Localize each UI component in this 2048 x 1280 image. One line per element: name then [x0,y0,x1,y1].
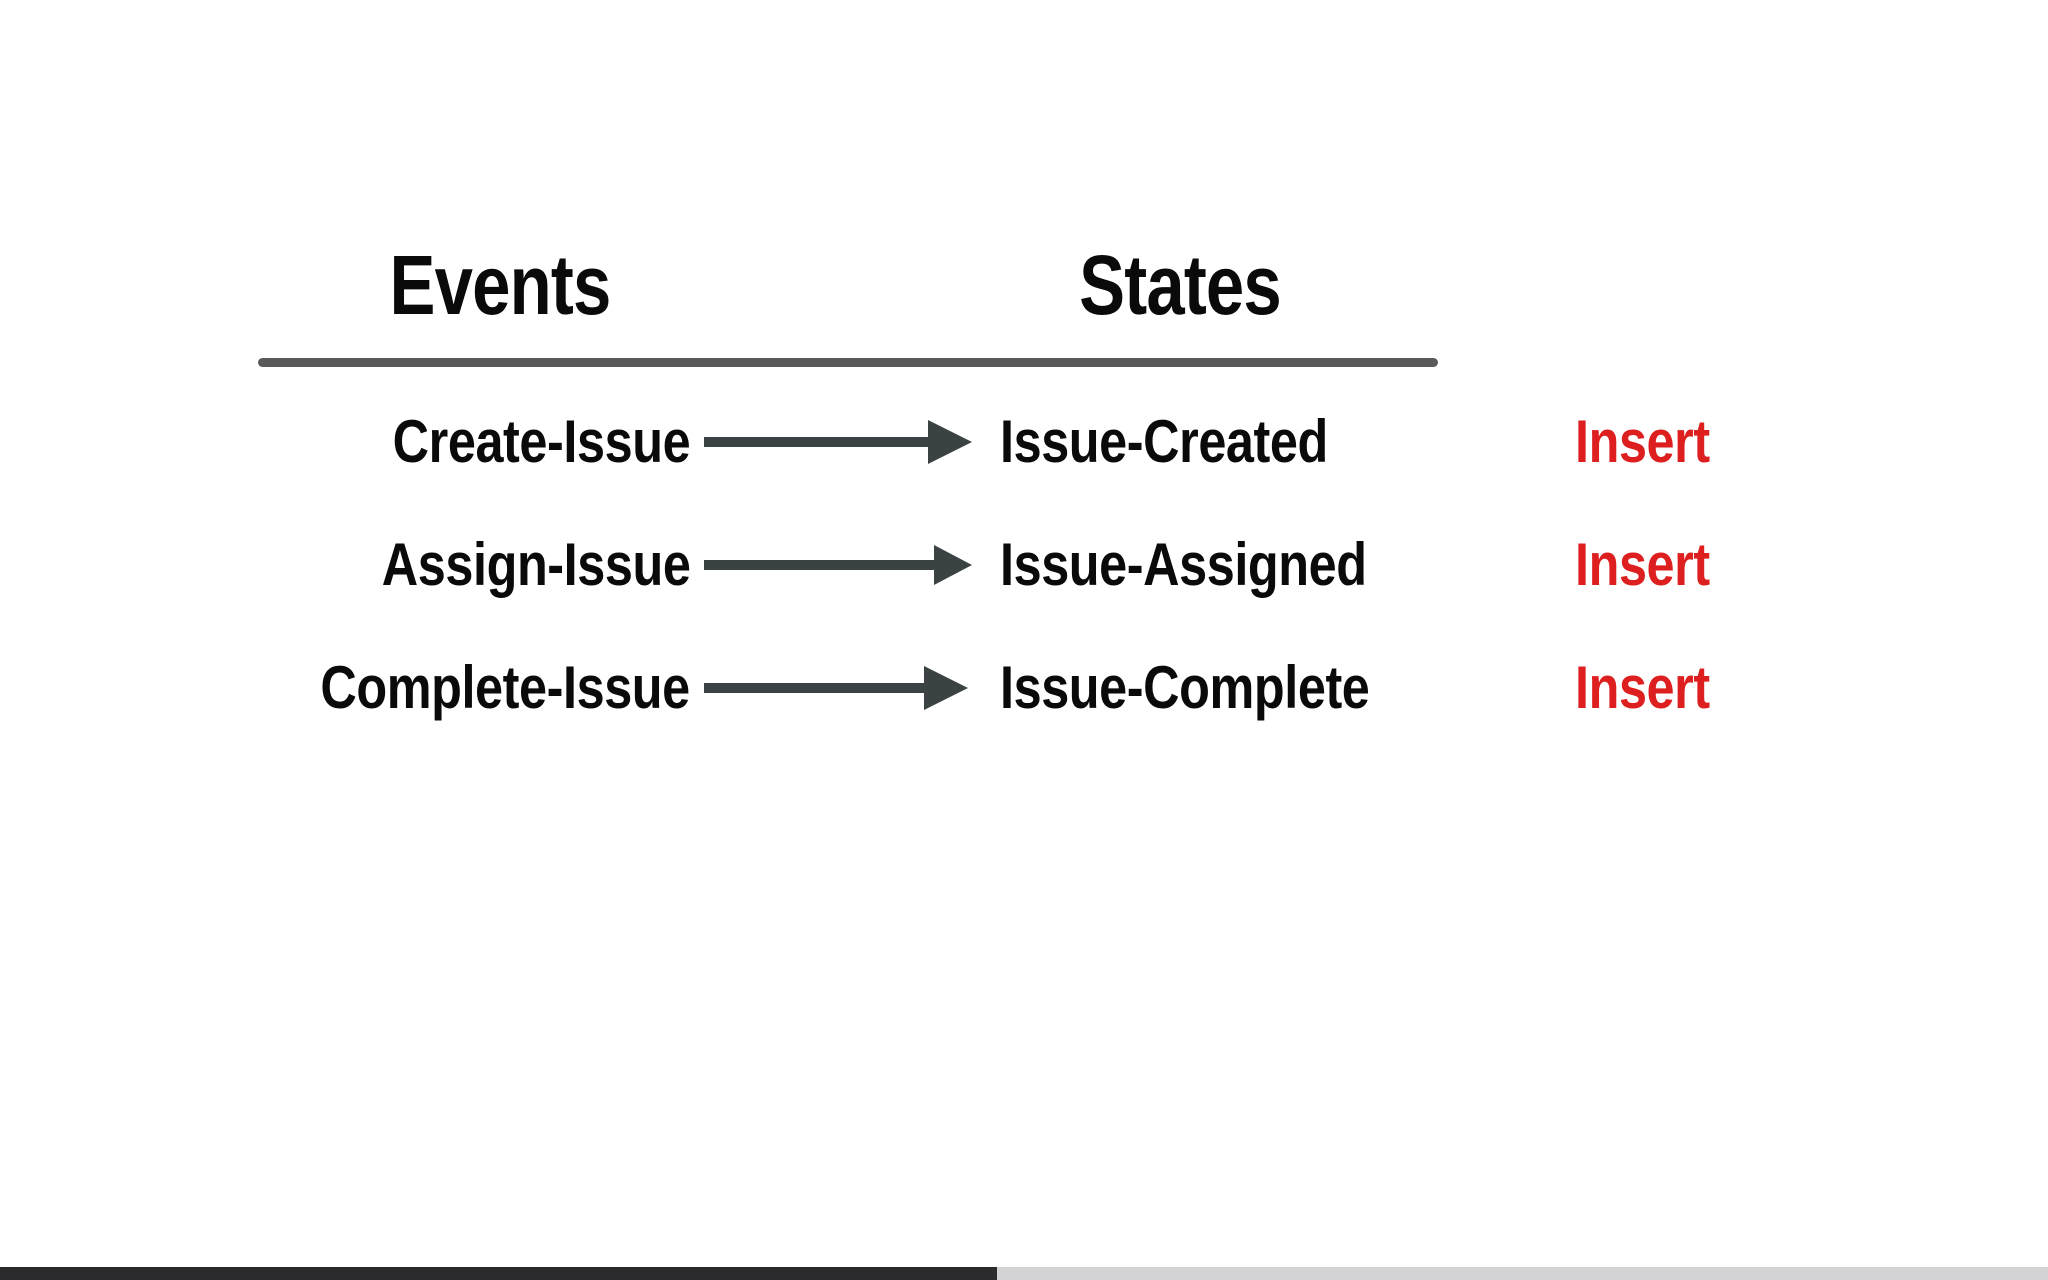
heading-divider-rule [258,358,1438,367]
state-label: Issue-Complete [1000,654,1370,721]
event-label: Create-Issue [392,408,690,475]
state-label: Issue-Created [1000,408,1328,475]
mapping-row: Complete-Issue Issue-Complete Insert [0,646,2048,730]
progress-bar-fill [0,1267,998,1280]
right-arrow-icon [700,537,980,593]
state-label: Issue-Assigned [1000,531,1367,598]
action-label: Insert [1575,531,1710,598]
mapping-row: Assign-Issue Issue-Assigned Insert [0,523,2048,607]
action-label: Insert [1575,654,1710,721]
action-label: Insert [1575,408,1710,475]
event-label: Assign-Issue [381,531,690,598]
right-arrow-icon [700,660,980,716]
progress-bar-track[interactable] [0,1267,2048,1280]
right-arrow-icon [700,414,980,470]
column-heading-events: Events [389,238,612,332]
event-label: Complete-Issue [320,654,691,721]
column-heading-states: States [1079,238,1282,332]
mapping-row: Create-Issue Issue-Created Insert [0,400,2048,484]
